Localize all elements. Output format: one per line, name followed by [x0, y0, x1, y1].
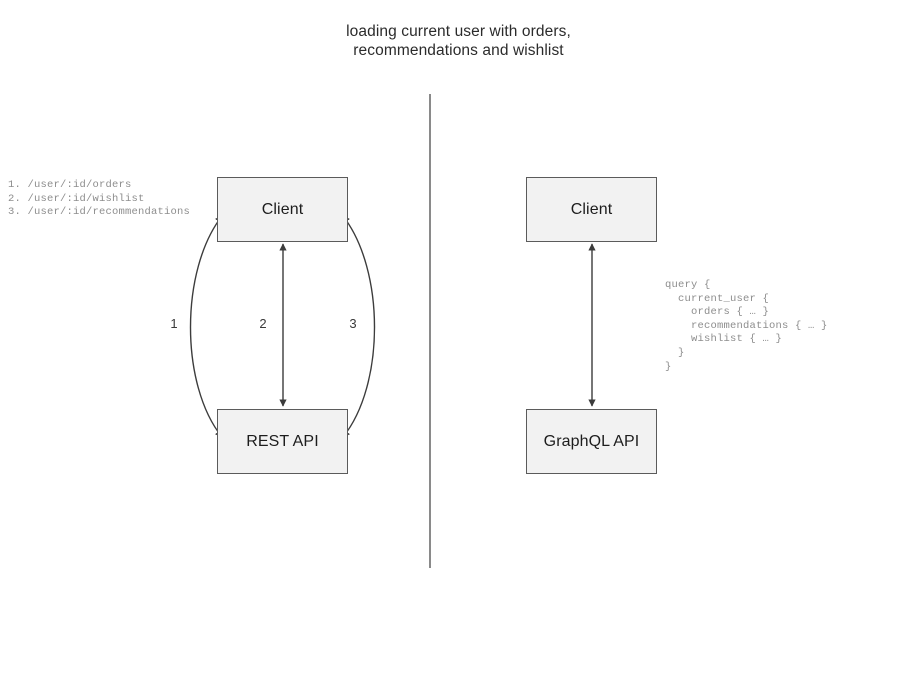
- rest-edge-1-curve: [189, 215, 223, 438]
- node-client-graphql[interactable]: Client: [526, 177, 657, 242]
- graphql-query-snippet: query { current_user { orders { … } reco…: [665, 279, 828, 373]
- node-graphql-api[interactable]: GraphQL API: [526, 409, 657, 474]
- node-rest-api[interactable]: REST API: [217, 409, 348, 474]
- rest-endpoint-list: 1. /user/:id/orders 2. /user/:id/wishlis…: [8, 179, 191, 219]
- vertical-panel-divider: [429, 94, 431, 568]
- rest-edge-label-3: 3: [349, 316, 357, 331]
- page-title: loading current user with orders, recomm…: [346, 23, 571, 59]
- node-client-rest[interactable]: Client: [217, 177, 348, 242]
- rest-edge-label-1: 1: [170, 316, 178, 331]
- rest-edge-label-2: 2: [259, 316, 267, 331]
